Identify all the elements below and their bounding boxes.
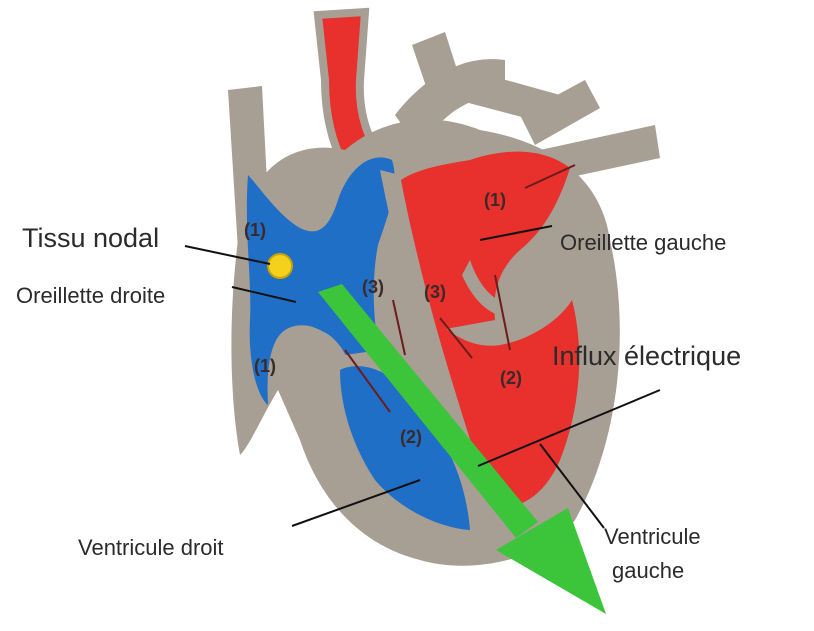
marker-1-right-atrium-bottom: (1) bbox=[254, 356, 276, 376]
marker-3-left: (3) bbox=[424, 282, 446, 302]
label-ventricule-gauche-line2: gauche bbox=[612, 558, 684, 583]
sinus-node bbox=[268, 254, 292, 278]
marker-2-right: (2) bbox=[400, 427, 422, 447]
label-ventricule-droit: Ventricule droit bbox=[78, 535, 224, 560]
marker-1-left-atrium: (1) bbox=[484, 190, 506, 210]
marker-3-right: (3) bbox=[362, 277, 384, 297]
label-oreillette-droite: Oreillette droite bbox=[16, 283, 165, 308]
marker-1-right-atrium-top: (1) bbox=[244, 220, 266, 240]
label-influx-electrique: Influx électrique bbox=[552, 341, 741, 371]
label-tissu-nodal: Tissu nodal bbox=[22, 223, 159, 253]
label-ventricule-gauche-line1: Ventricule bbox=[604, 524, 701, 549]
marker-2-left: (2) bbox=[500, 368, 522, 388]
label-oreillette-gauche: Oreillette gauche bbox=[560, 230, 726, 255]
